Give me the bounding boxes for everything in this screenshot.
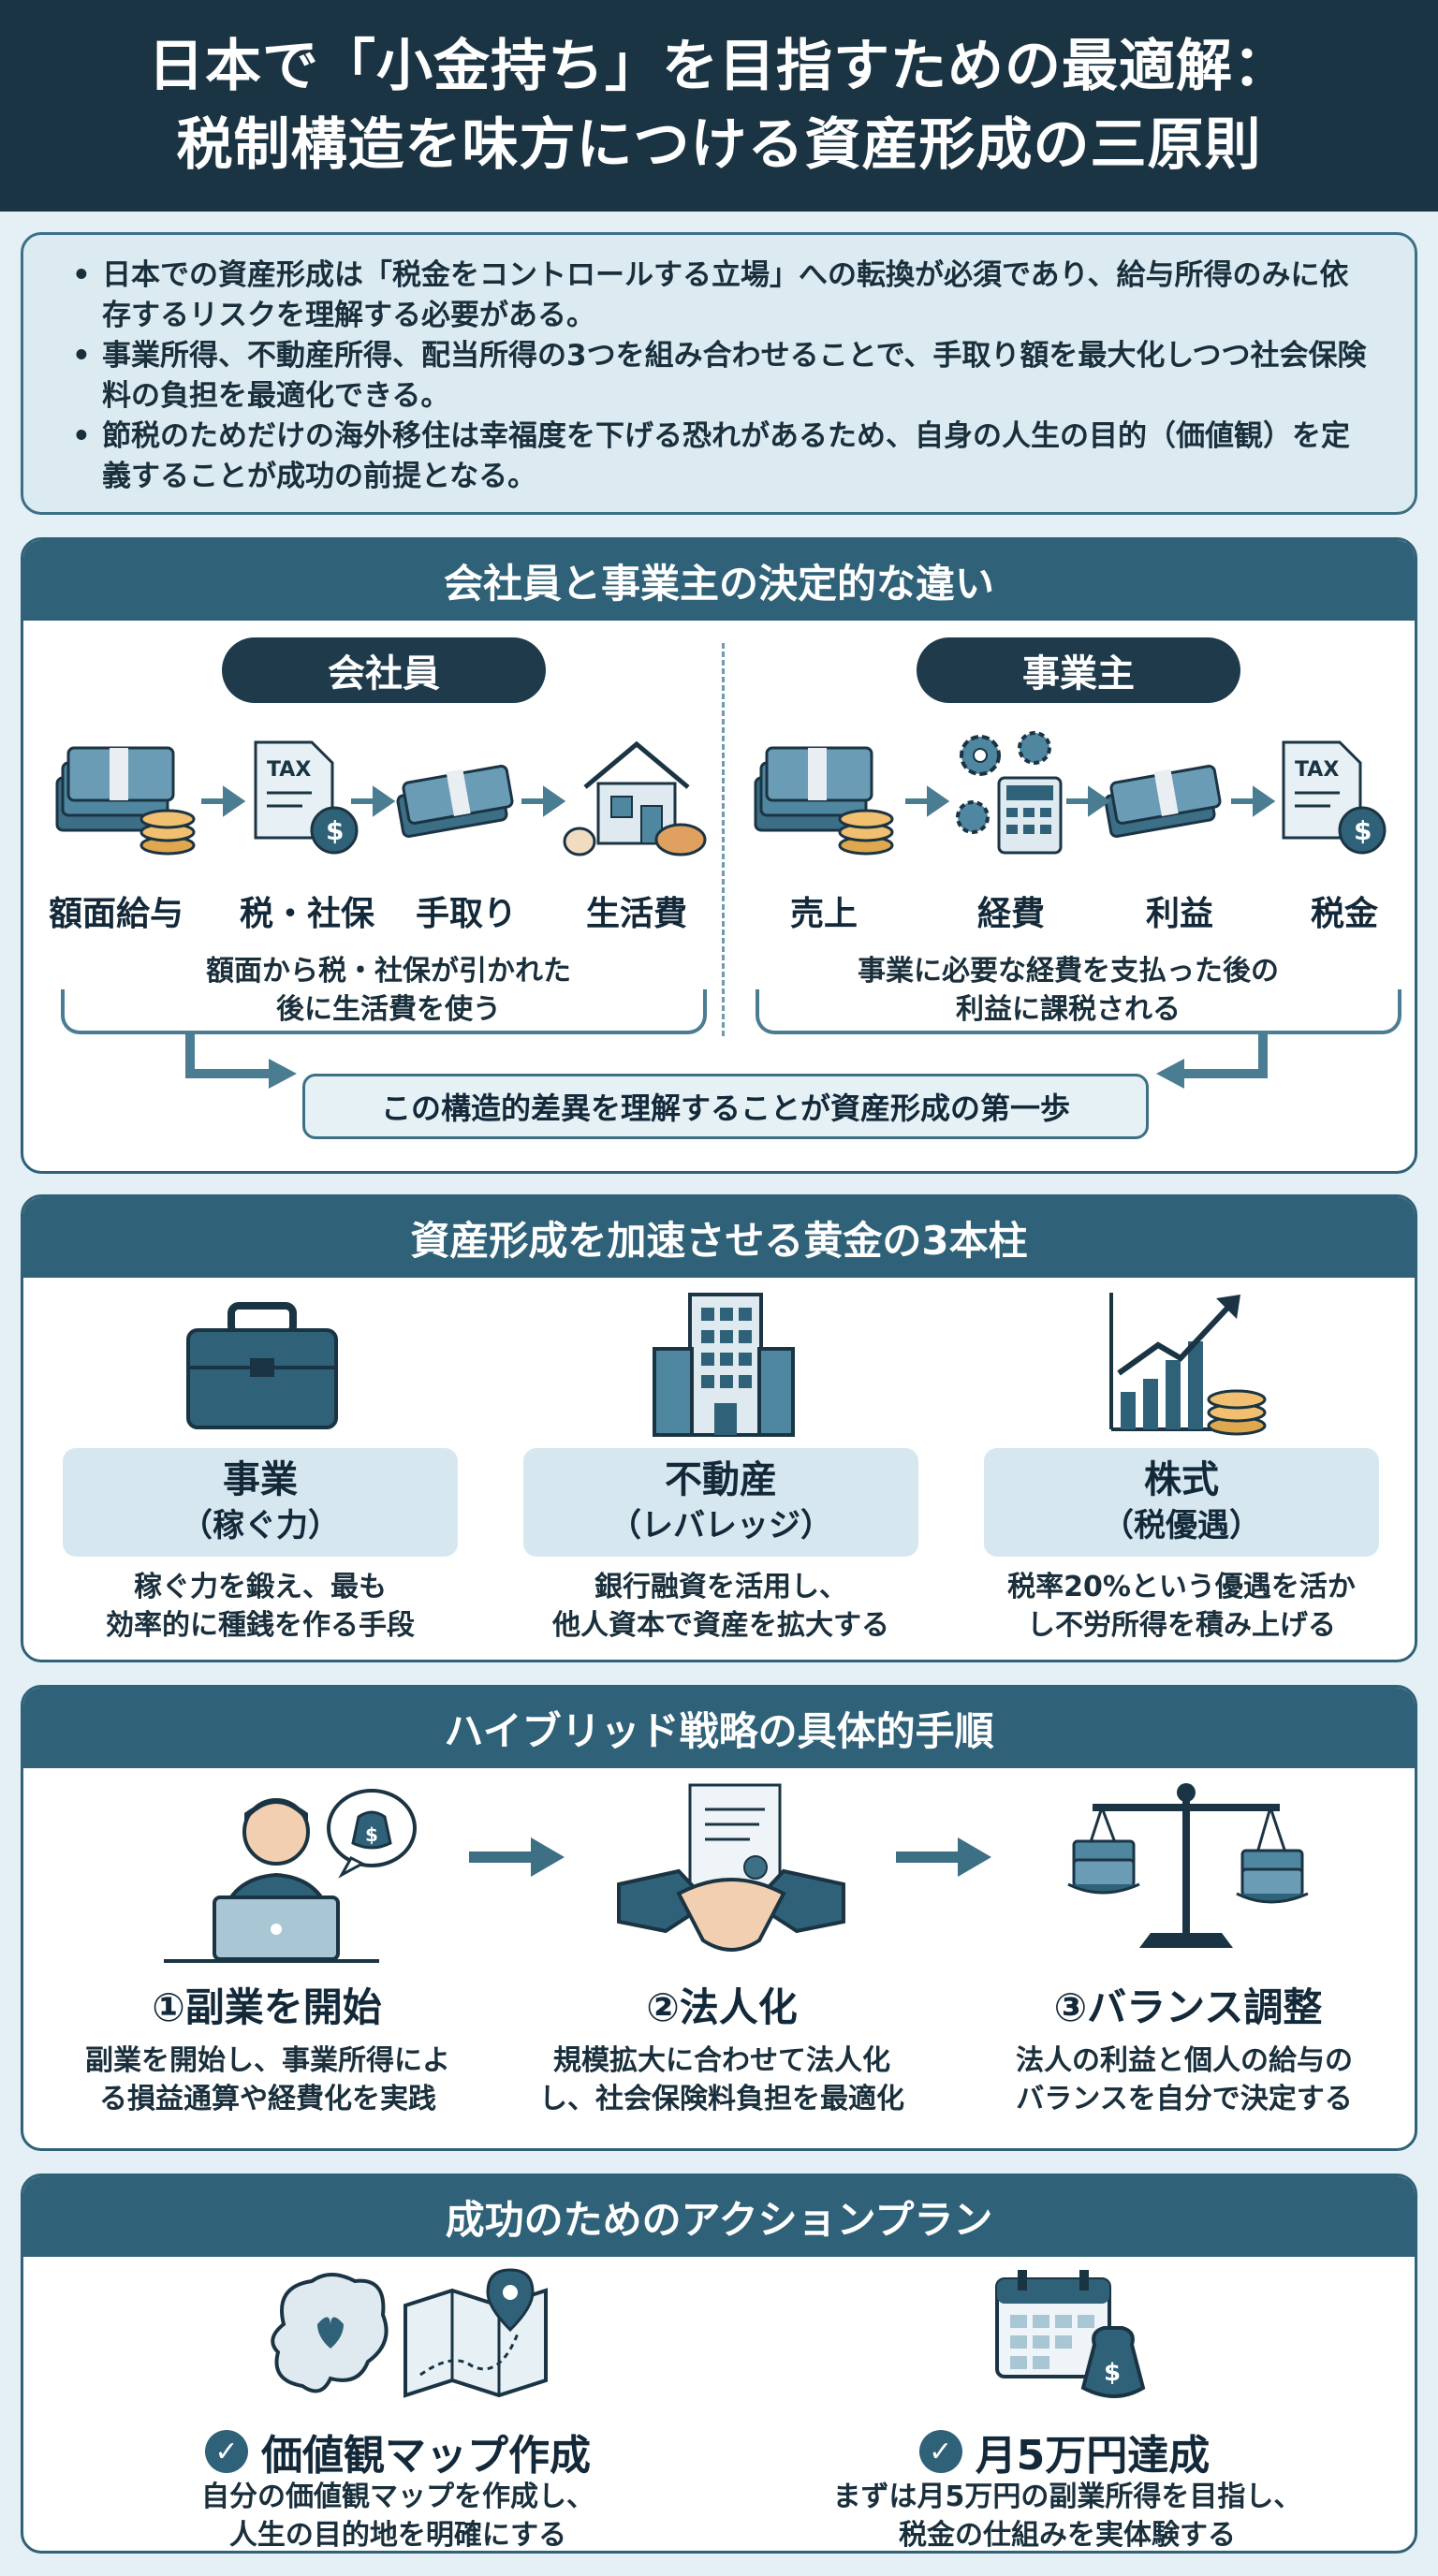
action-title: 価値観マップ作成 <box>261 2432 591 2480</box>
page-header: 日本で「小金持ち」を目指すための最適解： 税制構造を味方につける資産形成の三原則 <box>0 0 1438 212</box>
page-title-line2: 税制構造を味方につける資産形成の三原則 <box>176 112 1262 178</box>
action-description: まずは月5万円の副業所得を目指し、税金の仕組みを実体験する <box>832 2481 1302 2552</box>
summary-box: 日本での資産形成は「税金をコントロールする立場」への転換が必須であり、給与所得の… <box>21 232 1417 515</box>
step-description: 規模拡大に合わせて法人化し、社会保険料負担を最適化 <box>539 2044 904 2115</box>
pillar-name: 株式 <box>1144 1458 1219 1501</box>
summary-bullet: 日本での資産形成は「税金をコントロールする立場」への転換が必須であり、給与所得の… <box>65 256 1377 336</box>
svg-text:$: $ <box>1104 2359 1121 2387</box>
owner-bracket <box>756 989 1401 1034</box>
employee-step-label: 額面給与 <box>48 895 183 933</box>
connector-arrow-right <box>1156 1032 1268 1089</box>
brain-map-icon <box>271 2268 548 2398</box>
arrow-right-icon <box>469 1837 565 1877</box>
employee-step-label: 手取り <box>415 895 517 933</box>
pillar-name: 事業 <box>223 1458 298 1501</box>
arrow-right-icon <box>201 785 246 817</box>
step-title: ①副業を開始 <box>152 1984 382 2030</box>
building-icon <box>653 1293 795 1437</box>
strategy-panel: ハイブリッド戦略の具体的手順 $ <box>21 1685 1417 2151</box>
arrow-right-icon <box>1066 785 1111 817</box>
svg-text:$: $ <box>365 1823 378 1846</box>
cash-bundle-icon <box>396 765 514 838</box>
comparison-title: 会社員と事業主の決定的な違い <box>23 540 1415 621</box>
arrow-right-icon <box>521 785 566 817</box>
pillars-title: 資産形成を加速させる黄金の3本柱 <box>23 1197 1415 1278</box>
pillars-panel: 資産形成を加速させる黄金の3本柱 事業 （稼ぐ力） <box>21 1194 1417 1662</box>
tax-document-icon: TAX $ <box>1282 740 1387 855</box>
key-insight-callout: この構造的差異を理解することが資産形成の第一歩 <box>302 1074 1149 1139</box>
step-title: ②法人化 <box>646 1984 798 2030</box>
step-title: ③バランス調整 <box>1053 1984 1323 2030</box>
svg-text:$: $ <box>326 815 344 846</box>
svg-text:$: $ <box>1354 815 1372 846</box>
laptop-worker-icon: $ <box>164 1789 417 1963</box>
tax-document-icon: TAX $ <box>254 740 359 855</box>
handshake-icon <box>617 1783 845 1952</box>
growth-chart-icon <box>1109 1293 1267 1436</box>
check-icon: ✓ <box>205 2430 248 2473</box>
employee-label: 会社員 <box>222 637 546 703</box>
arrow-right-icon <box>896 1837 991 1877</box>
check-icon: ✓ <box>918 2430 962 2473</box>
page-title-line1: 日本で「小金持ち」を目指すための最適解： <box>148 34 1290 99</box>
pillar-sub: （レバレッジ） <box>609 1507 832 1544</box>
step-description: 副業を開始し、事業所得による損益通算や経費化を実践 <box>85 2044 450 2115</box>
owner-step-label: 経費 <box>976 895 1045 933</box>
arrow-right-icon <box>1231 785 1276 817</box>
action-item-values-map: ✓ 価値観マップ作成 <box>136 2423 660 2480</box>
pillar-card-business: 事業 （稼ぐ力） <box>63 1448 458 1557</box>
action-item-monthly-goal: ✓ 月5万円達成 <box>802 2423 1327 2480</box>
action-description: 自分の価値観マップを作成し、人生の目的地を明確にする <box>201 2481 594 2552</box>
house-icon <box>563 740 707 856</box>
employee-step-label: 税・社保 <box>239 895 374 933</box>
step-description: 法人の利益と個人の給与のバランスを自分で決定する <box>1016 2044 1353 2115</box>
arrow-right-icon <box>905 785 950 817</box>
owner-step-label: 売上 <box>789 895 858 933</box>
gears-calculator-icon <box>956 731 1063 855</box>
pillar-sub: （稼ぐ力） <box>181 1507 340 1544</box>
divider <box>722 643 725 1036</box>
pillar-sub: （税優遇） <box>1102 1507 1261 1544</box>
money-stack-icon <box>754 746 894 856</box>
pillar-name: 不動産 <box>665 1458 777 1501</box>
pillar-description: 銀行融資を活用し、他人資本で資産を拡大する <box>552 1571 889 1642</box>
owner-step-label: 利益 <box>1145 895 1213 933</box>
money-stack-icon <box>55 746 196 856</box>
briefcase-icon <box>186 1302 338 1429</box>
comparison-panel: 会社員と事業主の決定的な違い 会社員 事業主 TAX $ 額面給与 税・社保 <box>21 537 1417 1174</box>
svg-text:TAX: TAX <box>1295 758 1339 782</box>
strategy-title: ハイブリッド戦略の具体的手順 <box>23 1688 1415 1768</box>
action-plan-panel: 成功のためのアクションプラン $ ✓ 価値観マップ作成 ✓ 月5万円達成 自分の… <box>21 2174 1417 2554</box>
owner-step-label: 税金 <box>1310 895 1378 933</box>
employee-bracket <box>61 989 707 1034</box>
calendar-money-icon: $ <box>995 2270 1146 2398</box>
employee-description: 額面から税・社保が引かれた 後に生活費を使う <box>206 955 571 1026</box>
summary-bullet: 事業所得、不動産所得、配当所得の3つを組み合わせることで、手取り額を最大化しつつ… <box>65 336 1377 417</box>
summary-bullet: 節税のためだけの海外移住は幸福度を下げる恐れがあるため、自身の人生の目的（価値観… <box>65 417 1377 497</box>
svg-text:TAX: TAX <box>267 758 311 782</box>
pillar-description: 稼ぐ力を鍛え、最も効率的に種銭を作る手段 <box>106 1571 415 1642</box>
pillar-card-real-estate: 不動産 （レバレッジ） <box>523 1448 918 1557</box>
pillar-description: 税率20%という優遇を活かし不労所得を積み上げる <box>1007 1571 1356 1642</box>
connector-arrow-left <box>185 1032 297 1089</box>
cash-bundle-icon <box>1104 765 1222 838</box>
owner-label: 事業主 <box>917 637 1240 703</box>
action-plan-title: 成功のためのアクションプラン <box>23 2176 1415 2257</box>
action-title: 月5万円達成 <box>975 2432 1211 2480</box>
arrow-right-icon <box>351 785 396 817</box>
pillar-card-stocks: 株式 （税優遇） <box>984 1448 1379 1557</box>
employee-step-label: 生活費 <box>585 895 687 933</box>
scale-icon <box>1067 1783 1309 1948</box>
owner-description: 事業に必要な経費を支払った後の 利益に課税される <box>858 955 1279 1026</box>
